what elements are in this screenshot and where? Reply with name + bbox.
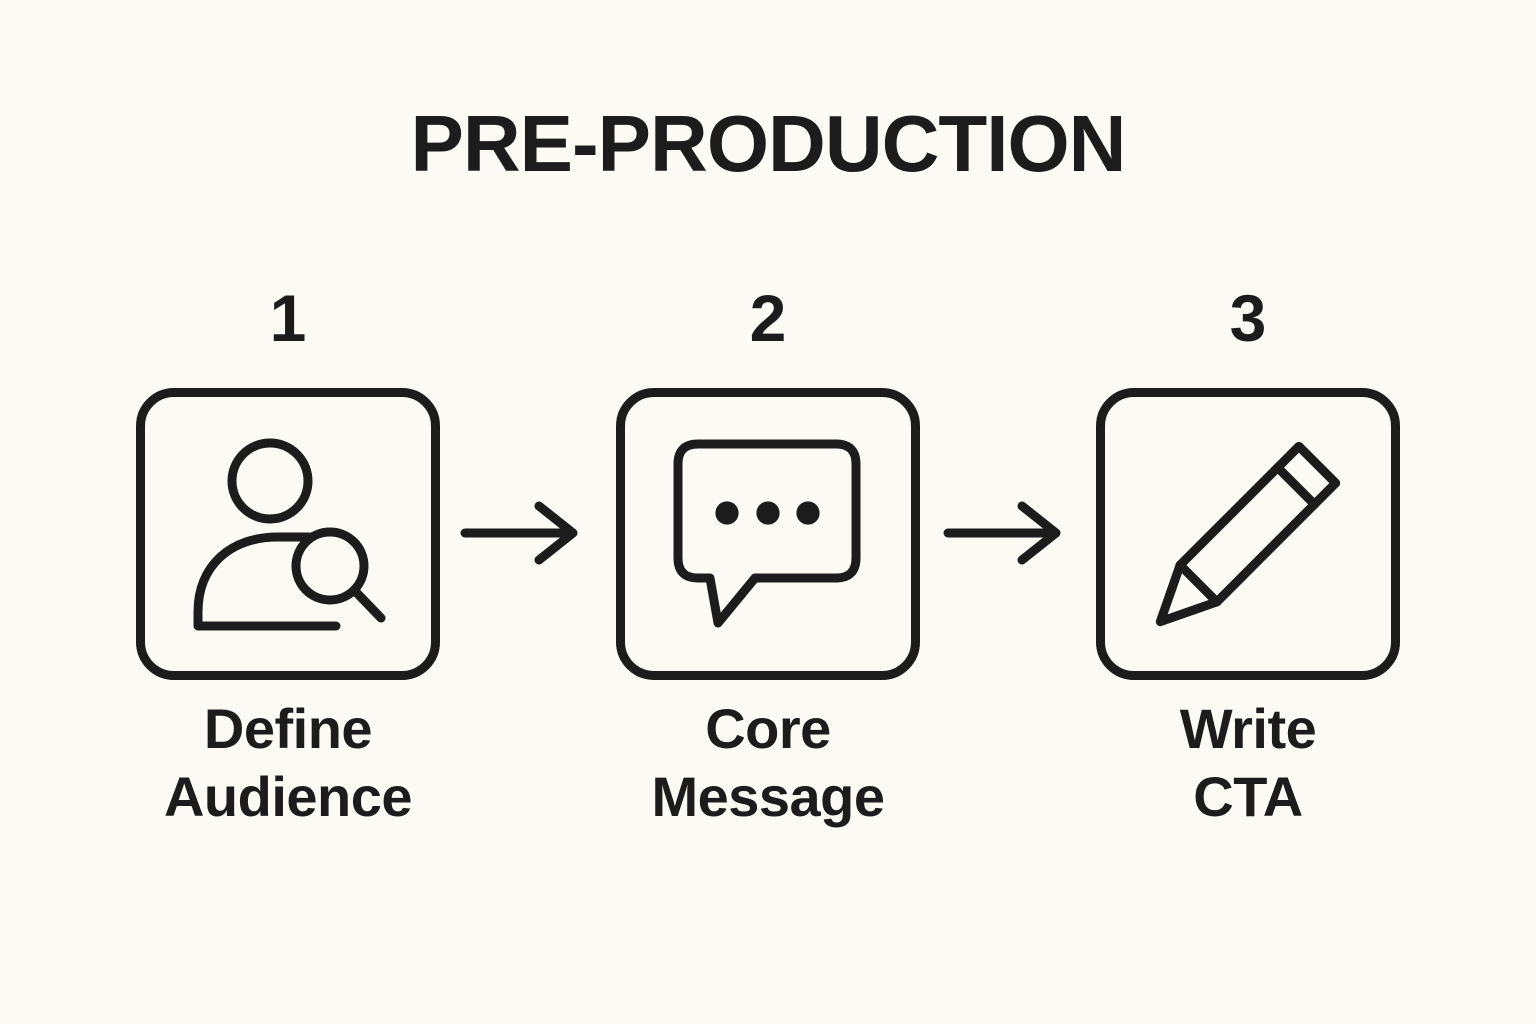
step-2: 2 Core Message: [598, 285, 938, 831]
step-1-label: Define Audience: [163, 695, 413, 831]
speech-bubble-icon: [673, 439, 861, 628]
page-title: PRE-PRODUCTION: [410, 99, 1127, 188]
step-3-number: 3: [1229, 281, 1267, 355]
step-1: 1 Define Audience: [118, 285, 458, 831]
step-2-label-line1: Core: [705, 697, 831, 760]
step-2-card: [616, 388, 920, 680]
audience-search-icon: [193, 438, 386, 631]
step-1-card: [136, 388, 440, 680]
arrow-step1-to-step2: [459, 498, 583, 568]
step-3-label: Write CTA: [1180, 695, 1317, 831]
step-2-label-line2: Message: [651, 765, 885, 828]
step-3-label-line2: CTA: [1193, 765, 1303, 828]
step-3: 3 Write CTA: [1078, 285, 1418, 831]
step-2-number: 2: [749, 281, 787, 355]
arrow-step2-to-step3: [942, 498, 1066, 568]
step-1-label-line1: Define: [203, 697, 373, 760]
step-1-label-line2: Audience: [163, 765, 413, 828]
pencil-icon: [1155, 441, 1341, 627]
step-3-card: [1096, 388, 1400, 680]
step-2-label: Core Message: [651, 695, 885, 831]
right-arrow-icon: [943, 501, 1061, 565]
right-arrow-icon: [460, 501, 578, 565]
step-3-label-line1: Write: [1179, 697, 1317, 760]
step-1-number: 1: [269, 281, 307, 355]
